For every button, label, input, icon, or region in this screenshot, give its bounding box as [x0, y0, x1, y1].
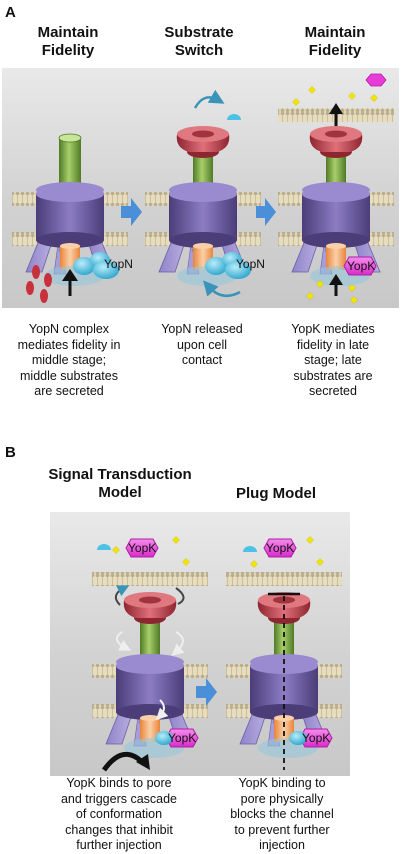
yopk-bottom-label-b1: YopK	[168, 731, 196, 745]
caption-line: secreted	[309, 384, 357, 398]
caption-line: mediates fidelity in	[17, 337, 121, 352]
heading-line: Switch	[174, 42, 224, 59]
caption-line: fidelity in late	[296, 337, 370, 352]
panel-a-heading-1: Maintain Fidelity	[8, 24, 128, 60]
caption-line: of conformation	[75, 807, 163, 821]
apparatus-a2	[144, 89, 262, 298]
heading-line: Substrate	[164, 24, 234, 41]
caption-line: injection	[259, 838, 305, 852]
transition-arrow	[196, 678, 217, 706]
transition-arrow	[121, 198, 142, 226]
heading-line: Maintain	[304, 24, 366, 41]
panel-a-heading-2: Substrate Switch	[139, 24, 259, 60]
heading-line: Model	[98, 484, 142, 501]
heading-line: Fidelity	[308, 42, 362, 59]
yopk-top-label-b1: YopK	[128, 541, 156, 555]
yopn-label-a2: YopN	[236, 257, 265, 271]
caption-line: middle stage;	[31, 353, 107, 367]
caption-a2: YopN released upon cell contact	[137, 322, 267, 369]
caption-line: are secreted	[34, 384, 104, 398]
caption-line: further injection	[76, 838, 162, 852]
yopn-label-a1: YopN	[104, 257, 133, 271]
caption-line: YopK mediates	[291, 322, 375, 336]
caption-line: upon cell	[176, 337, 228, 352]
caption-b2: YopK binding to pore physically blocks t…	[212, 776, 352, 854]
heading-line: Signal Transduction	[48, 466, 192, 483]
caption-line: pore physically	[240, 791, 324, 806]
caption-line: stage; late	[304, 353, 362, 367]
panel-b-heading-1: Signal Transduction Model	[40, 466, 200, 502]
apparatus-a1	[11, 133, 129, 303]
heading-line: Plug Model	[236, 485, 316, 502]
caption-line: YopN complex	[28, 322, 110, 336]
caption-line: and triggers cascade	[60, 791, 178, 806]
panel-b-letter: B	[5, 444, 16, 461]
caption-a3: YopK mediates fidelity in late stage; la…	[268, 322, 398, 400]
apparatus-a3	[277, 73, 395, 304]
caption-line: YopK binding to	[238, 776, 326, 790]
caption-line: blocks the channel	[230, 807, 334, 821]
yopk-bottom-label-b2: YopK	[302, 731, 330, 745]
caption-line: YopN released	[161, 322, 243, 336]
transition-arrow	[256, 198, 276, 226]
heading-line: Maintain	[37, 24, 99, 41]
caption-line: to prevent further	[234, 822, 330, 837]
caption-a1: YopN complex mediates fidelity in middle…	[4, 322, 134, 400]
caption-line: contact	[181, 353, 223, 367]
caption-line: YopK binds to pore	[66, 776, 172, 790]
caption-b1: YopK binds to pore and triggers cascade …	[44, 776, 194, 854]
heading-line: Fidelity	[41, 42, 95, 59]
caption-line: changes that inhibit	[65, 822, 173, 837]
apparatus-b2	[225, 536, 343, 770]
panel-a-letter: A	[5, 4, 16, 21]
caption-line: middle substrates	[20, 368, 118, 383]
caption-line: substrates are	[293, 368, 373, 383]
panel-a-heading-3: Maintain Fidelity	[275, 24, 395, 60]
apparatus-b1	[91, 536, 209, 772]
panel-b-heading-2: Plug Model	[216, 485, 336, 503]
yopk-top-label-b2: YopK	[266, 541, 294, 555]
yopk-label-a3: YopK	[347, 259, 375, 273]
